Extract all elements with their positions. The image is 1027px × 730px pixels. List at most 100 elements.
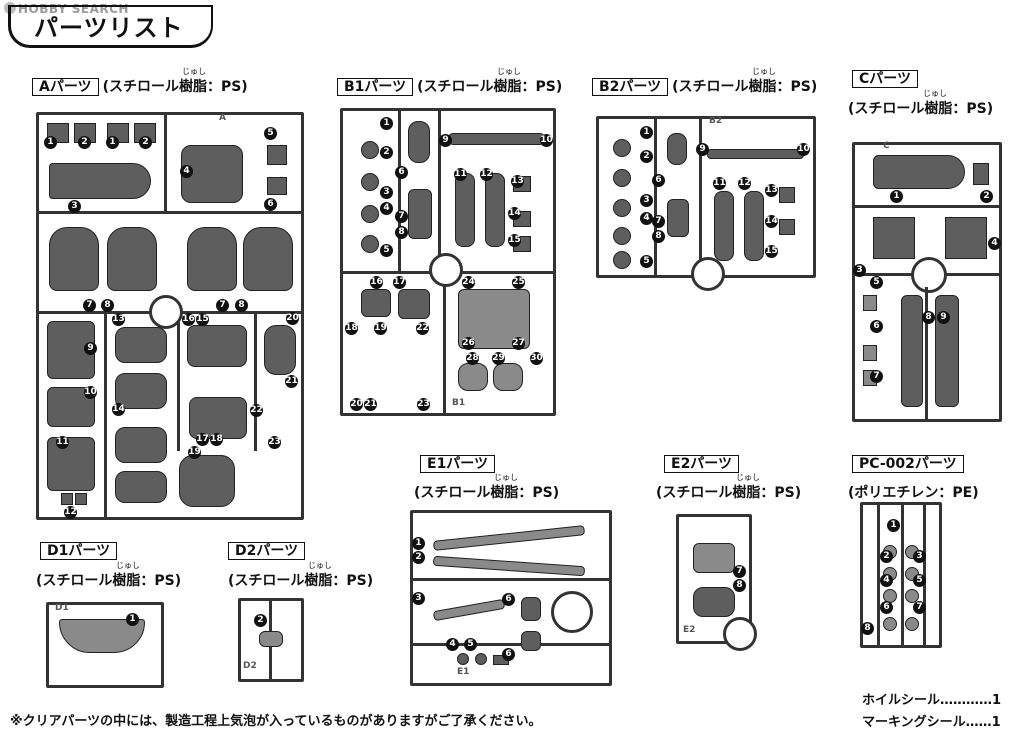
a-part-20: 20 [286, 312, 299, 325]
section-b2-label: B2パーツ(スチロール樹脂：PS) じゅし [592, 67, 817, 96]
a-part-19: 19 [188, 446, 201, 459]
runner-e2-tag: E2 [683, 625, 696, 635]
a-part-5: 5 [264, 127, 277, 140]
pc-part-3: 3 [913, 550, 926, 563]
c-part-8: 8 [922, 311, 935, 324]
b2-part-5: 5 [640, 255, 653, 268]
runner-c-tag: C [883, 141, 890, 151]
runner-b1-tag: B1 [452, 398, 466, 408]
section-d1-material-wrap: (スチロール樹脂：PS) じゅし [36, 561, 181, 590]
b2-part-3: 3 [640, 194, 653, 207]
e2-part-7: 7 [733, 565, 746, 578]
b2-part-8: 8 [652, 230, 665, 243]
section-e1-ruby: じゅし [494, 473, 518, 482]
section-d1-ruby: じゅし [116, 561, 140, 570]
section-e2-ruby: じゅし [736, 473, 760, 482]
section-b1-label: B1パーツ(スチロール樹脂：PS) じゅし [337, 67, 563, 96]
marking-sticker-count: マーキングシール……1 [862, 715, 1001, 730]
runner-e1-tag: E1 [457, 667, 470, 677]
b2-part-14: 14 [765, 215, 778, 228]
a-part-10: 10 [84, 386, 97, 399]
e1-part-4: 4 [446, 638, 459, 651]
b2-part-11: 11 [713, 177, 726, 190]
section-pc-material: (ポリエチレン：PE) [848, 485, 979, 501]
b2-part-12: 12 [738, 177, 751, 190]
runner-e2: E2 [676, 514, 757, 651]
a-part-1b: 1 [106, 136, 119, 149]
b1-part-30: 30 [530, 352, 543, 365]
a-part-15: 15 [196, 313, 209, 326]
runner-b1 [340, 108, 556, 416]
runner-a: A [36, 112, 304, 520]
b1-part-15: 15 [508, 234, 521, 247]
b1-part-11: 11 [454, 168, 467, 181]
section-c-material-wrap: (スチロール樹脂：PS) じゅし [848, 89, 994, 118]
b1-part-8: 8 [395, 226, 408, 239]
e1-part-3: 3 [412, 592, 425, 605]
runner-e1: E1 [410, 510, 612, 686]
section-d2-material-wrap: (スチロール樹脂：PS) じゅし [228, 561, 373, 590]
e1-part-1: 1 [412, 537, 425, 550]
section-c-material: (スチロール樹脂：PS) [848, 101, 994, 117]
section-b1-ruby: じゅし [497, 67, 521, 76]
c-part-5: 5 [870, 276, 883, 289]
section-e1-name: E1パーツ [420, 455, 496, 473]
b2-part-1: 1 [640, 126, 653, 139]
section-e1-label: E1パーツ [420, 455, 499, 473]
b1-part-20: 20 [350, 398, 363, 411]
b1-part-5: 5 [380, 244, 393, 257]
section-a-material: (スチロール樹脂：PS) [102, 79, 248, 95]
a-part-7: 7 [83, 299, 96, 312]
pc-part-6: 6 [880, 601, 893, 614]
b1-part-2: 2 [380, 146, 393, 159]
section-a-ruby: じゅし [182, 67, 206, 76]
pc-part-5: 5 [913, 574, 926, 587]
section-c-label: Cパーツ [852, 70, 922, 88]
b1-part-3: 3 [380, 186, 393, 199]
c-part-4: 4 [988, 237, 1001, 250]
a-part-11: 11 [56, 436, 69, 449]
section-e2-material: (スチロール樹脂：PS) [656, 485, 802, 501]
a-part-4: 4 [180, 165, 193, 178]
pc-part-1: 1 [887, 519, 900, 532]
section-e1-material: (スチロール樹脂：PS) [414, 485, 560, 501]
section-b2-ruby: じゅし [752, 67, 776, 76]
a-part-18: 18 [210, 433, 223, 446]
c-part-1: 1 [890, 190, 903, 203]
b1-part-1: 1 [380, 117, 393, 130]
section-c-ruby: じゅし [923, 89, 947, 98]
c-part-6: 6 [870, 320, 883, 333]
section-e1-material-wrap: (スチロール樹脂：PS) じゅし [414, 473, 560, 502]
section-d2-name: D2パーツ [228, 542, 306, 560]
e1-part-5: 5 [464, 638, 477, 651]
b1-part-26: 26 [462, 337, 475, 350]
a-part-1: 1 [44, 136, 57, 149]
b1-part-4: 4 [380, 202, 393, 215]
b2-part-10: 10 [797, 143, 810, 156]
section-a-name: Aパーツ [32, 78, 99, 96]
a-part-7b: 7 [216, 299, 229, 312]
b1-part-13: 13 [511, 175, 524, 188]
section-pc-name: PC-002パーツ [852, 455, 964, 473]
b2-part-7: 7 [652, 215, 665, 228]
runner-d1: D1 [46, 602, 164, 688]
section-b1-material: (スチロール樹脂：PS) [417, 79, 563, 95]
a-part-8: 8 [101, 299, 114, 312]
section-d1-label: D1パーツ [40, 542, 121, 560]
runner-b2-tag: B2 [709, 116, 723, 126]
b1-part-28: 28 [466, 352, 479, 365]
section-c-name: Cパーツ [852, 70, 918, 88]
section-d1-name: D1パーツ [40, 542, 118, 560]
c-part-9: 9 [937, 311, 950, 324]
c-part-2: 2 [980, 190, 993, 203]
page-title: パーツリスト [34, 14, 184, 42]
b1-part-25: 25 [512, 276, 525, 289]
a-part-23: 23 [268, 436, 281, 449]
runner-b2: B2 [596, 116, 816, 291]
b1-part-10: 10 [540, 134, 553, 147]
section-e2-material-wrap: (スチロール樹脂：PS) じゅし [656, 473, 802, 502]
b1-part-16: 16 [370, 276, 383, 289]
section-e2-name: E2パーツ [664, 455, 740, 473]
a-part-12: 12 [64, 506, 77, 519]
b2-part-9: 9 [696, 143, 709, 156]
